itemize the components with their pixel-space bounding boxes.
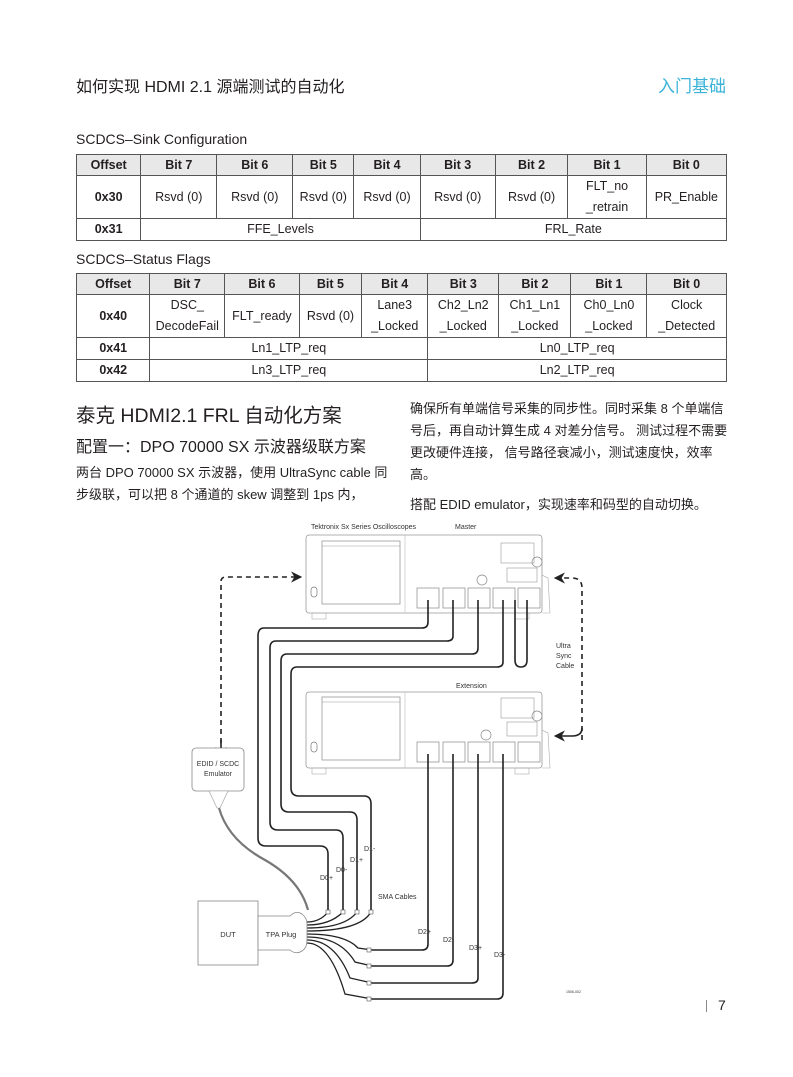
body-paragraph-left: 两台 DPO 70000 SX 示波器，使用 UltraSync cable 同… xyxy=(76,465,388,502)
bit-cell: Rsvd (0) xyxy=(419,175,496,219)
status-flags-table: Offset Bit 7 Bit 6 Bit 5 Bit 4 Bit 3 Bit… xyxy=(75,273,727,382)
header-cell: Bit 0 xyxy=(645,154,728,176)
bit-cell: Ch0_Ln0 _Locked xyxy=(570,294,648,338)
master-oscilloscope xyxy=(305,534,551,620)
bit-cell: Clock _Detected xyxy=(646,294,727,338)
sma-connectors xyxy=(325,909,374,1002)
cell-line: FLT_no xyxy=(585,179,629,193)
cell-line: Ch1_Ln1 xyxy=(509,298,561,312)
control-link-dashed xyxy=(220,571,303,752)
cell-line: _Detected xyxy=(658,319,716,333)
offset-cell: 0x30 xyxy=(75,175,142,219)
offset-cell: 0x40 xyxy=(75,294,151,338)
scope-series-label: Tektronix Sx Series Oscilloscopes xyxy=(311,524,417,531)
header-cell: Offset xyxy=(75,154,142,176)
running-header-title: 如何实现 HDMI 2.1 源端测试的自动化 xyxy=(76,79,345,96)
body-paragraph-right: 确保所有单端信号采集的同步性。同时采集 8 个单端信号后，再自动计算生成 4 对… xyxy=(410,401,728,482)
power-button-icon xyxy=(310,586,318,598)
section-subheading: 配置一：DPO 70000 SX 示波器级联方案 xyxy=(76,439,366,456)
header-cell: Bit 2 xyxy=(494,154,569,176)
tpa-fanout-cables xyxy=(306,911,373,1000)
bit-cell: Rsvd (0) xyxy=(494,175,569,219)
ultrasync-cable xyxy=(514,600,528,668)
section-heading: 泰克 HDMI2.1 FRL 自动化方案 xyxy=(76,405,342,427)
dut-box xyxy=(197,900,259,966)
figure-id: 1506-002 xyxy=(566,990,581,994)
field-cell: Ln2_LTP_req xyxy=(427,359,727,382)
signal-label: D2+ xyxy=(418,929,431,936)
cell-line: Ch2_Ln2 xyxy=(437,298,489,312)
page-number: 7 xyxy=(718,997,726,1013)
emulator-label-line1: EDID / SCDC xyxy=(197,761,239,768)
sma-cables-label: SMA Cables xyxy=(378,894,417,901)
offset-cell: 0x42 xyxy=(75,359,151,382)
field-cell: FRL_Rate xyxy=(419,218,728,241)
header-cell: Bit 5 xyxy=(298,273,363,295)
cell-line: Ch0_Ln0 xyxy=(583,298,635,312)
cell-line: Clock xyxy=(671,298,703,312)
bit-cell: Rsvd (0) xyxy=(353,175,421,219)
bit-cell: Rsvd (0) xyxy=(292,175,355,219)
ultrasync-label-line3: Cable xyxy=(556,663,574,670)
bit-cell: DSC_ DecodeFail xyxy=(149,294,226,338)
cell-line: _Locked xyxy=(371,319,419,333)
header-cell: Bit 3 xyxy=(427,273,500,295)
body-paragraph-right-2: 搭配 EDID emulator，实现速率和码型的自动切换。 xyxy=(410,497,707,512)
bit-cell: PR_Enable xyxy=(645,175,728,219)
header-cell: Bit 5 xyxy=(292,154,355,176)
signal-label: D2- xyxy=(443,937,455,944)
header-cell: Bit 4 xyxy=(353,154,421,176)
emulator-label-line2: Emulator xyxy=(204,771,233,778)
signal-label: D1- xyxy=(364,846,376,853)
table-row: 0x42 Ln3_LTP_req Ln2_LTP_req xyxy=(75,359,727,382)
sink-configuration-table: Offset Bit 7 Bit 6 Bit 5 Bit 4 Bit 3 Bit… xyxy=(75,154,728,241)
header-cell: Bit 2 xyxy=(498,273,572,295)
cell-line: Lane3 xyxy=(377,298,413,312)
scope-screen xyxy=(321,540,401,605)
extension-oscilloscope xyxy=(305,691,551,775)
power-button-icon xyxy=(310,741,318,753)
field-cell: FFE_Levels xyxy=(140,218,421,241)
ultrasync-label-line2: Sync xyxy=(556,653,572,660)
cell-line: DecodeFail xyxy=(155,319,219,333)
master-sma-cables xyxy=(257,600,504,912)
header-cell: Bit 4 xyxy=(361,273,429,295)
tpa-label: TPA Plug xyxy=(266,930,297,939)
cell-line: DSC_ xyxy=(170,298,204,312)
master-label: Master xyxy=(455,524,477,531)
ultrasync-label-line1: Ultra xyxy=(556,643,571,650)
signal-label: D0- xyxy=(336,867,348,874)
bit-cell: Rsvd (0) xyxy=(140,175,218,219)
table-row: 0x30 Rsvd (0) Rsvd (0) Rsvd (0) Rsvd (0)… xyxy=(75,175,728,219)
cell-line: _Locked xyxy=(585,319,633,333)
table2-caption: SCDCS–Status Flags xyxy=(76,251,211,267)
bit-cell: Rsvd (0) xyxy=(298,294,363,338)
table1-caption: SCDCS–Sink Configuration xyxy=(76,131,248,147)
field-cell: Ln3_LTP_req xyxy=(149,359,429,382)
header-cell: Bit 1 xyxy=(567,154,647,176)
signal-label: D3+ xyxy=(469,945,482,952)
page-number-divider xyxy=(706,1000,707,1012)
scope-screen xyxy=(321,696,401,761)
offset-cell: 0x31 xyxy=(75,218,142,241)
header-cell: Offset xyxy=(75,273,151,295)
edid-emulator-box xyxy=(191,747,245,792)
signal-label: D0+ xyxy=(320,875,333,882)
extension-label: Extension xyxy=(456,683,487,690)
signal-label: D3- xyxy=(494,952,506,959)
signal-label: D1+ xyxy=(350,857,363,864)
dut-label: DUT xyxy=(220,930,236,939)
cell-line: _Locked xyxy=(511,319,559,333)
emulator-cable xyxy=(217,807,310,911)
cell-line: _retrain xyxy=(585,200,629,214)
table-header-row: Offset Bit 7 Bit 6 Bit 5 Bit 4 Bit 3 Bit… xyxy=(75,154,728,176)
section-label: 入门基础 xyxy=(658,77,726,96)
header-cell: Bit 3 xyxy=(419,154,496,176)
cell-line: _Locked xyxy=(439,319,487,333)
table-row: 0x31 FFE_Levels FRL_Rate xyxy=(75,218,728,241)
bit-cell: Ch1_Ln1 _Locked xyxy=(498,294,572,338)
tpa-plug xyxy=(257,912,308,954)
extension-sma-cables xyxy=(372,754,504,1000)
bit-cell: FLT_no _retrain xyxy=(567,175,647,219)
